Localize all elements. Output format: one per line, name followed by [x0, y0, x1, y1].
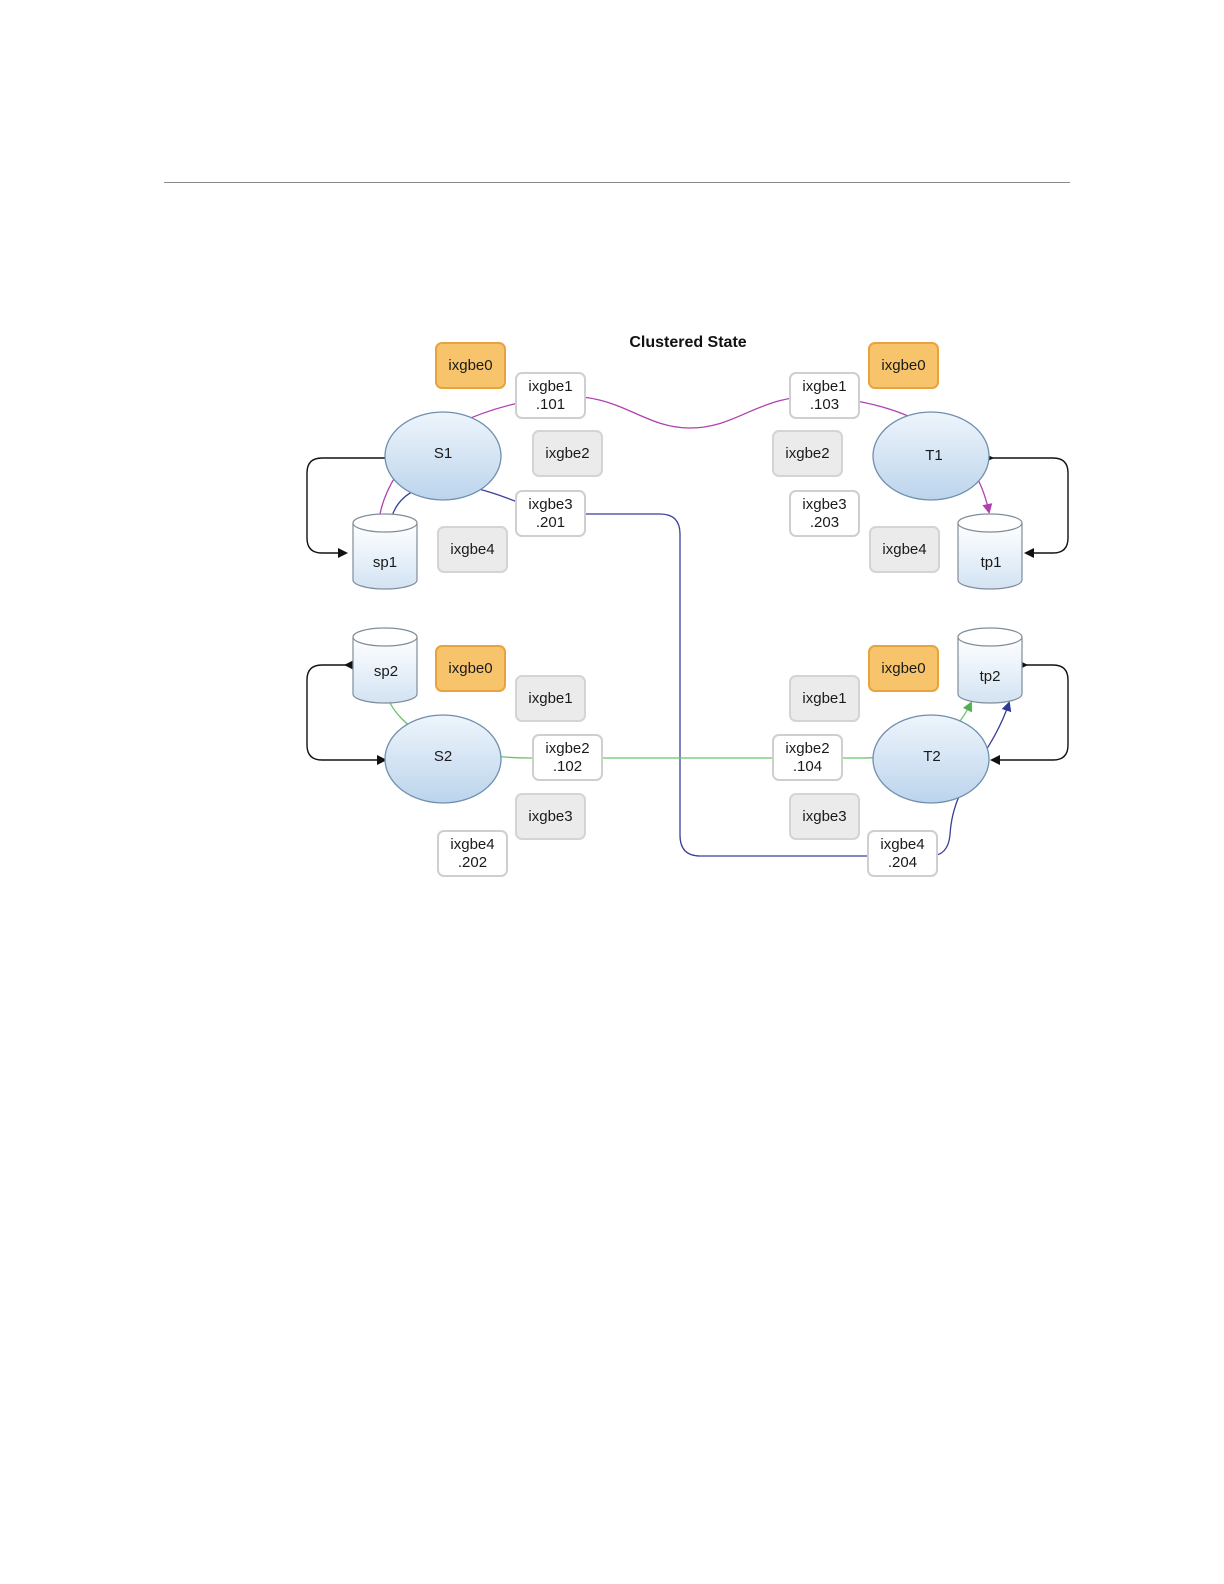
s1-ixgbe4: ixgbe4 — [437, 526, 508, 573]
s1-ixgbe1: ixgbe1 .101 — [515, 372, 586, 419]
t1-ixgbe4: ixgbe4 — [869, 526, 940, 573]
node-s2-label: S2 — [413, 748, 473, 765]
pool-tp2 — [958, 628, 1022, 703]
s2-ixgbe2: ixgbe2 .102 — [532, 734, 603, 781]
t1-ixgbe1: ixgbe1 .103 — [789, 372, 860, 419]
node-t1-label: T1 — [904, 447, 964, 464]
t2-ixgbe4: ixgbe4 .204 — [867, 830, 938, 877]
node-t2-label: T2 — [902, 748, 962, 765]
t1-ixgbe0: ixgbe0 — [868, 342, 939, 389]
s1-ixgbe3: ixgbe3 .201 — [515, 490, 586, 537]
pool-tp2-label: tp2 — [960, 668, 1020, 685]
pool-sp1 — [353, 514, 417, 589]
t2-ixgbe1: ixgbe1 — [789, 675, 860, 722]
s2-ixgbe3: ixgbe3 — [515, 793, 586, 840]
s1-ixgbe0: ixgbe0 — [435, 342, 506, 389]
t1-ixgbe2: ixgbe2 — [772, 430, 843, 477]
node-s1-label: S1 — [413, 445, 473, 462]
t2-ixgbe0: ixgbe0 — [868, 645, 939, 692]
pool-tp1 — [958, 514, 1022, 589]
s2-ixgbe4: ixgbe4 .202 — [437, 830, 508, 877]
pool-sp2-label: sp2 — [356, 663, 416, 680]
t1-ixgbe3: ixgbe3 .203 — [789, 490, 860, 537]
pool-tp1-label: tp1 — [961, 554, 1021, 571]
s2-ixgbe0: ixgbe0 — [435, 645, 506, 692]
t2-ixgbe3: ixgbe3 — [789, 793, 860, 840]
s2-ixgbe1: ixgbe1 — [515, 675, 586, 722]
t2-ixgbe2: ixgbe2 .104 — [772, 734, 843, 781]
s1-ixgbe2: ixgbe2 — [532, 430, 603, 477]
pool-sp1-label: sp1 — [355, 554, 415, 571]
